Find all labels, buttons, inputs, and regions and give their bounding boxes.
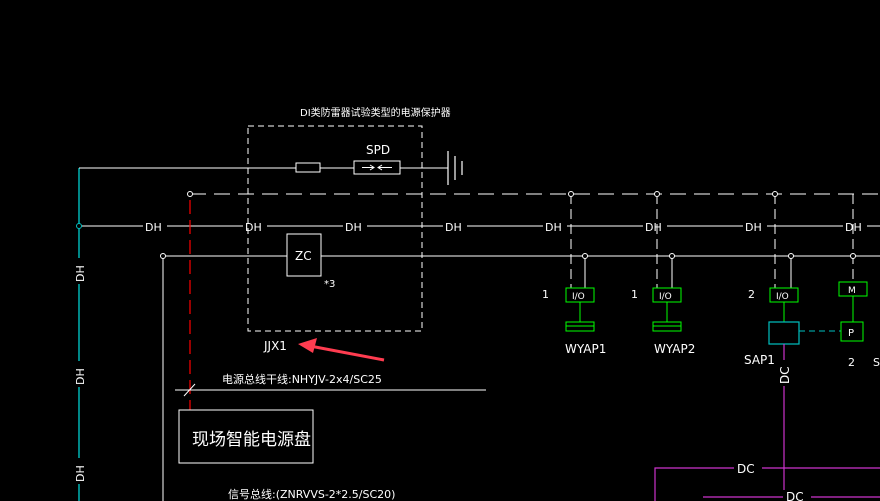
device-title: DI类防雷器试验类型的电源保护器 — [300, 106, 451, 119]
motor-pump-device: M P 2 S — [838, 194, 880, 369]
sap1-controller — [768, 321, 800, 345]
fuse-symbol — [295, 162, 321, 173]
wyap1-io-label: I/O — [572, 292, 585, 302]
dh-label-6: DH — [645, 221, 662, 234]
sap1-io-label: I/O — [776, 292, 789, 302]
sap1-number: 2 — [748, 288, 755, 301]
sap1-device: 2 I/O SAP1 DC — [744, 191, 841, 490]
pump-label: P — [848, 328, 854, 339]
protector-box: DI类防雷器试验类型的电源保护器 SPD ZC *3 JJX1 — [247, 106, 463, 353]
pump-number: 2 — [848, 356, 855, 369]
dh-label-2: DH — [245, 221, 262, 234]
dh-label-left-2: DH — [74, 368, 87, 385]
dh-label-1: DH — [145, 221, 162, 234]
dc-label-2: DC — [786, 490, 804, 501]
ground-icon — [447, 151, 463, 185]
wyap1-label: WYAP1 — [565, 342, 606, 356]
left-vertical-bus: DH DH DH — [74, 167, 292, 501]
s-partial-label: S — [873, 356, 880, 369]
dc-lines: DC DC — [654, 460, 880, 501]
power-panel — [178, 409, 314, 464]
wyap1-number: 1 — [542, 288, 549, 301]
zc-label: ZC — [295, 249, 312, 263]
dh-bus-line: DH DH DH DH DH DH DH DH — [76, 219, 880, 234]
spd-symbol — [353, 160, 401, 175]
dh-label-5: DH — [545, 221, 562, 234]
sap1-label: SAP1 — [744, 353, 775, 367]
zc-box — [286, 233, 322, 277]
annotation-arrow — [298, 338, 385, 362]
power-cable-label: 电源总线干线:NHYJV-2x4/SC25 — [222, 372, 382, 386]
spd-label: SPD — [366, 143, 390, 157]
panel-label: 现场智能电源盘 — [192, 430, 311, 450]
dh-label-4: DH — [445, 221, 462, 234]
zc-count: *3 — [324, 279, 335, 290]
wyap2-label: WYAP2 — [654, 342, 695, 356]
signal-cable-label: 信号总线:(ZNRVVS-2*2.5/SC20) — [228, 487, 395, 501]
dh-label-left-1: DH — [74, 265, 87, 282]
dh-label-3: DH — [345, 221, 362, 234]
motor-label: M — [848, 286, 856, 296]
power-bus-line — [160, 253, 880, 501]
wyap1-device: 1 I/O WYAP1 — [542, 191, 606, 356]
jjx-label: JJX1 — [263, 339, 287, 353]
pump-box — [840, 321, 864, 342]
dc-label-1: DC — [737, 462, 755, 476]
wyap2-device: 1 I/O WYAP2 — [631, 191, 695, 356]
wyap2-io-label: I/O — [659, 292, 672, 302]
dh-label-left-3: DH — [74, 465, 87, 482]
dh-label-7: DH — [745, 221, 762, 234]
wyap2-number: 1 — [631, 288, 638, 301]
sap1-dc-vertical-label: DC — [778, 366, 792, 384]
